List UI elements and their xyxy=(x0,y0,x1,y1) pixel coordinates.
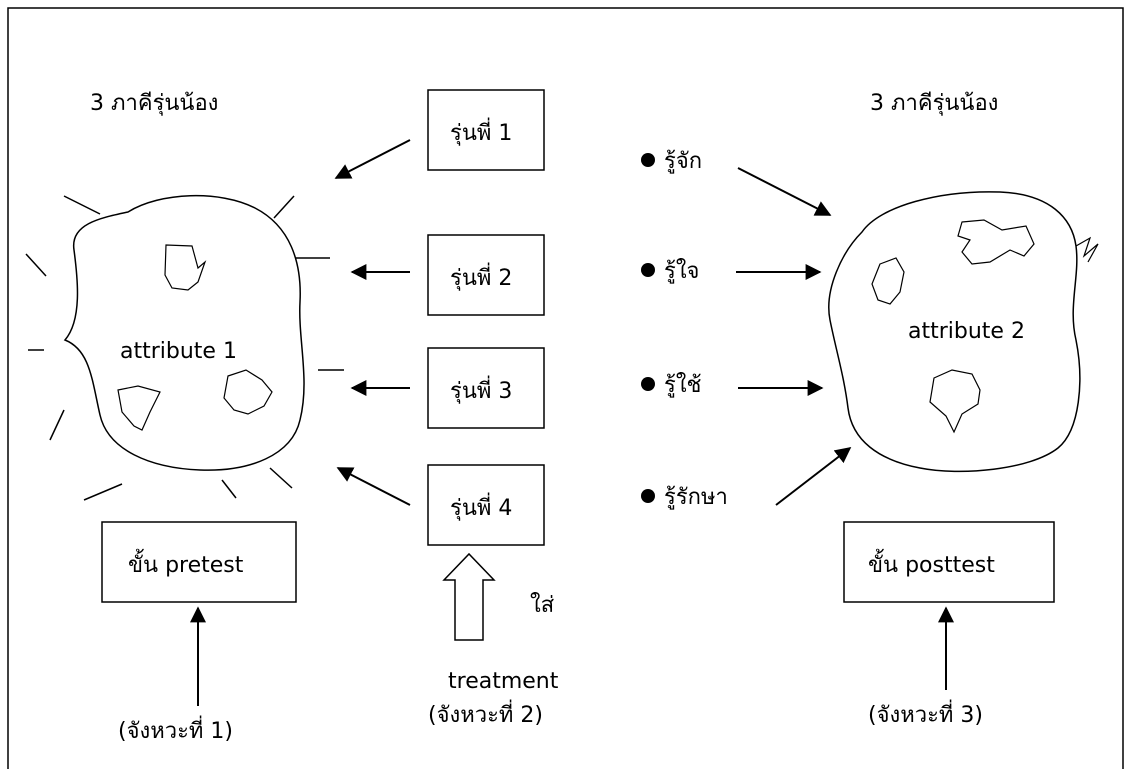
frame-border xyxy=(7,7,1124,769)
senior-box-4 xyxy=(427,464,545,546)
senior-box-3 xyxy=(427,347,545,429)
treatment-up-arrow-icon xyxy=(442,552,496,641)
left-title: 3 ภาคีรุ่นน้อง xyxy=(90,91,218,116)
arrow-bullet-1 xyxy=(737,167,832,216)
bullet-3-label: รู้ใช้ xyxy=(664,372,702,398)
bullet-dot xyxy=(641,263,655,277)
attribute-1-inner-shape xyxy=(223,369,273,415)
senior-box-1 xyxy=(427,89,545,171)
right-title: 3 ภาคีรุ่นน้อง xyxy=(870,91,998,116)
radiating-line xyxy=(49,409,65,441)
radiating-line xyxy=(221,479,237,499)
senior-box-3-label: รุ่นพี่ 3 xyxy=(450,375,512,404)
senior-box-2-label: รุ่นพี่ 2 xyxy=(450,262,512,291)
pretest-label: ขั้น pretest xyxy=(128,549,244,578)
arrow-senior-1 xyxy=(334,139,411,179)
blob-scribble-mark xyxy=(1075,236,1099,263)
attribute-2-inner-shape xyxy=(929,369,981,434)
bullet-1-label: รู้จัก xyxy=(664,149,702,174)
attribute-1-inner-shape xyxy=(164,244,207,291)
insert-label: ใส่ xyxy=(530,592,555,618)
senior-box-2 xyxy=(427,234,545,316)
arrow-bullet-4 xyxy=(775,447,852,506)
attribute-2-inner-shape xyxy=(871,257,905,305)
senior-box-4-label: รุ่นพี่ 4 xyxy=(450,492,512,521)
radiating-line xyxy=(273,195,295,219)
radiating-line xyxy=(83,483,123,501)
pretest-box xyxy=(101,521,297,603)
attribute-2-inner-shape xyxy=(957,219,1035,265)
attribute-2-blob xyxy=(828,191,1081,473)
attribute-1-blob xyxy=(63,195,305,471)
attribute-1-label: attribute 1 xyxy=(120,339,237,364)
bullet-4-label: รู้รักษา xyxy=(664,485,728,510)
stage-2-caption: (จังหวะที่ 2) xyxy=(428,699,543,728)
posttest-box xyxy=(843,521,1055,603)
radiating-line xyxy=(63,195,101,215)
bullet-dot xyxy=(641,377,655,391)
radiating-line xyxy=(25,253,47,277)
radiating-lines xyxy=(25,195,344,501)
bullet-2-label: รู้ใจ xyxy=(664,258,699,284)
radiating-line xyxy=(269,467,293,489)
bullet-dot xyxy=(641,153,655,167)
arrow-senior-4 xyxy=(336,467,411,506)
bullet-dot xyxy=(641,489,655,503)
treatment-label: treatment xyxy=(448,669,559,694)
stage-3-caption: (จังหวะที่ 3) xyxy=(868,699,983,728)
attribute-2-label: attribute 2 xyxy=(908,319,1025,344)
stage-1-caption: (จังหวะที่ 1) xyxy=(118,715,233,744)
posttest-label: ขั้น posttest xyxy=(868,549,995,578)
attribute-1-inner-shape xyxy=(117,385,161,431)
senior-box-1-label: รุ่นพี่ 1 xyxy=(450,117,512,146)
